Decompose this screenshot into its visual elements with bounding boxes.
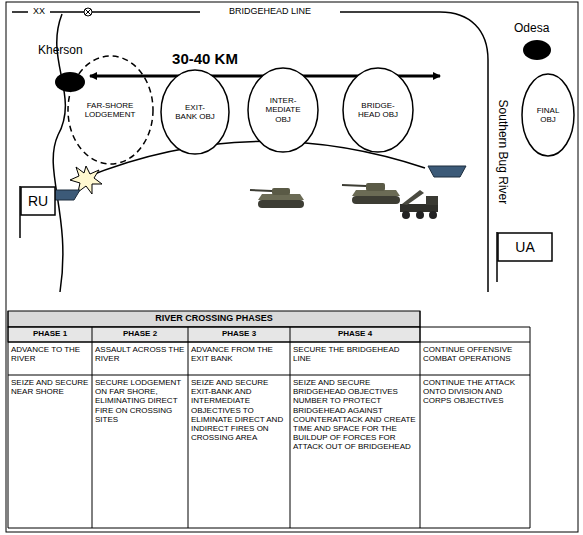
node-label: UA — [515, 239, 534, 255]
node-label: RU — [28, 193, 48, 209]
node-label: FAR-SHORE LODGEMENT — [83, 101, 137, 119]
node-label: BRIDGE- HEAD OBJ — [358, 101, 398, 119]
flag: UA — [497, 232, 553, 262]
tank-symbol — [342, 183, 400, 204]
table-cell: ASSAULT ACROSS THE RIVER — [95, 345, 185, 363]
city-name: Kherson — [38, 44, 100, 58]
table-cell: ADVANCE FROM THE EXIT BANK — [191, 345, 287, 363]
objective-ellipse: EXIT- BANK OBJ — [160, 69, 230, 155]
table-header: PHASE 1 — [8, 329, 92, 338]
objective-ellipse: BRIDGE- HEAD OBJ — [342, 67, 414, 153]
flag: RU — [20, 186, 56, 216]
table-cell: SEIZE AND SECURE NEAR SHORE — [11, 378, 89, 396]
table-cell: SEIZE AND SECURE EXIT-BANK AND INTERMEDI… — [191, 378, 287, 442]
table-cell: CONTINUE OFFENSIVE COMBAT OPERATIONS — [423, 345, 527, 363]
line-label: BRIDGEHEAD LINE — [200, 6, 340, 16]
table-header: PHASE 4 — [290, 329, 420, 338]
bridgehead-line — [12, 12, 488, 292]
node-label: INTER- MEDIATE OBJ — [262, 96, 304, 124]
ellipse-outline — [343, 68, 413, 152]
table-cell: CONTINUE THE ATTACK ONTO DIVISION AND CO… — [423, 378, 527, 406]
city-name: Odesa — [514, 22, 564, 36]
table-cell: SECURE LODGEMENT ON FAR SHORE, ELIMINATI… — [95, 378, 185, 424]
objective-ellipse: INTER- MEDIATE OBJ — [247, 67, 319, 153]
boundary-marker: XX — [28, 6, 50, 16]
artillery-symbol — [400, 190, 438, 219]
city-dot — [55, 72, 85, 92]
table-header: PHASE 3 — [188, 329, 290, 338]
boat-symbol — [428, 166, 466, 177]
distance-label: 30-40 KM — [145, 50, 265, 67]
ellipse-outline — [161, 70, 229, 154]
table-header: PHASE 2 — [92, 329, 188, 338]
table-cell: ADVANCE TO THE RIVER — [11, 345, 89, 363]
river-name: Southern Bug River — [495, 100, 509, 205]
flag-outline — [498, 233, 552, 261]
city-dot — [523, 40, 551, 60]
ellipse-outline — [68, 56, 153, 164]
table-cell: SEIZE AND SECURE BRIDGEHEAD OBJECTIVES N… — [293, 378, 417, 452]
lodgement-ellipse: FAR-SHORE LODGEMENT — [67, 55, 154, 165]
table-grid — [8, 311, 530, 528]
ellipse-outline — [248, 68, 318, 152]
table-cell: SECURE THE BRIDGEHEAD LINE — [293, 345, 417, 363]
tank-symbol — [250, 188, 304, 208]
boundary-symbol — [84, 8, 92, 16]
table-title: RIVER CROSSING PHASES — [8, 313, 420, 323]
node-label: EXIT- BANK OBJ — [175, 103, 215, 121]
node-label: FINAL OBJ — [533, 106, 563, 124]
boundary-symbol — [85, 9, 91, 15]
ellipse-outline — [522, 74, 574, 156]
page-frame — [6, 2, 578, 532]
objective-ellipse: FINAL OBJ — [521, 73, 575, 157]
flag-outline — [21, 187, 55, 215]
